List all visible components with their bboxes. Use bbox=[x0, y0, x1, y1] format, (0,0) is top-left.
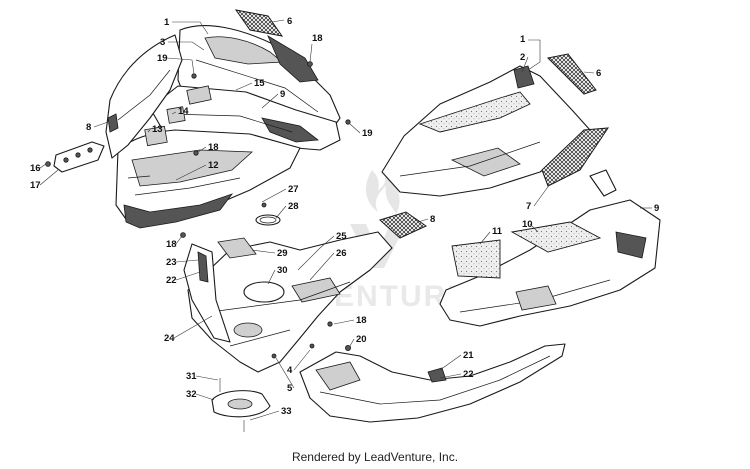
part-grille-7 bbox=[541, 127, 609, 187]
callout-24: 24 bbox=[164, 333, 175, 344]
callout-18: 18 bbox=[312, 33, 323, 44]
callout-1b: 1 bbox=[520, 34, 526, 45]
callout-25: 25 bbox=[336, 231, 347, 242]
callout-6b: 6 bbox=[596, 68, 601, 79]
callout-9: 9 bbox=[280, 89, 285, 100]
part-32-cup bbox=[211, 390, 271, 418]
callout-7: 7 bbox=[526, 201, 531, 212]
part-bracket-16-17 bbox=[45, 141, 105, 173]
callout-30: 30 bbox=[277, 265, 288, 276]
part-nose-left bbox=[105, 34, 183, 159]
callout-32: 32 bbox=[186, 389, 197, 400]
callout-10: 10 bbox=[522, 219, 533, 230]
callout-14: 14 bbox=[178, 106, 189, 117]
part-21-22-right bbox=[427, 367, 447, 383]
part-frame-center bbox=[187, 231, 393, 373]
callout-23: 23 bbox=[166, 257, 177, 268]
callout-11: 11 bbox=[492, 226, 503, 237]
callout-16: 16 bbox=[30, 163, 41, 174]
callout-4: 4 bbox=[287, 365, 293, 376]
callout-31: 31 bbox=[186, 371, 197, 382]
callout-26: 26 bbox=[336, 248, 347, 259]
callout-8b: 8 bbox=[430, 214, 435, 225]
callout-27: 27 bbox=[288, 184, 299, 195]
part-hood-right bbox=[381, 65, 591, 197]
callout-13: 13 bbox=[152, 124, 163, 135]
callout-9b: 9 bbox=[654, 203, 659, 214]
part-grille-8-right bbox=[379, 211, 427, 239]
callout-1: 1 bbox=[164, 17, 170, 28]
callout-21: 21 bbox=[463, 350, 474, 361]
callout-29: 29 bbox=[277, 248, 288, 259]
part-side-bracket-23-24 bbox=[183, 243, 231, 343]
leader-lines bbox=[39, 19, 652, 421]
callout-6: 6 bbox=[287, 16, 292, 27]
callout-12: 12 bbox=[208, 160, 219, 171]
part-lower-bottom-pan bbox=[299, 343, 566, 423]
part-belly-pan-left bbox=[115, 129, 301, 229]
callout-5: 5 bbox=[287, 383, 293, 394]
callout-20: 20 bbox=[356, 334, 367, 345]
callout-labels: 1 6 3 18 19 15 9 14 13 8 19 18 12 16 17 … bbox=[30, 16, 659, 417]
part-9-right-trim bbox=[589, 169, 617, 197]
footer-credit: Rendered by LeadVenture, Inc. bbox=[291, 450, 459, 464]
callout-22b: 22 bbox=[463, 369, 474, 380]
part-grille-top-left bbox=[234, 9, 284, 37]
callout-28: 28 bbox=[288, 201, 299, 212]
part-28-ring bbox=[255, 214, 281, 226]
part-29-pad bbox=[217, 237, 257, 259]
part-11-panel bbox=[451, 239, 501, 279]
callout-19b: 19 bbox=[362, 128, 373, 139]
part-decals bbox=[144, 85, 212, 147]
callout-3: 3 bbox=[160, 37, 165, 48]
callout-15: 15 bbox=[254, 78, 265, 89]
callout-18c: 18 bbox=[166, 239, 177, 250]
part-8-left bbox=[107, 113, 119, 133]
callout-18d: 18 bbox=[356, 315, 367, 326]
callout-33: 33 bbox=[281, 406, 292, 417]
part-belly-pan-right bbox=[439, 199, 661, 327]
callout-19: 19 bbox=[157, 53, 168, 64]
callout-8: 8 bbox=[86, 122, 91, 133]
callout-2: 2 bbox=[520, 52, 525, 63]
part-30-ring bbox=[243, 281, 285, 303]
part-grille-6-right bbox=[546, 53, 597, 95]
callout-22: 22 bbox=[166, 275, 177, 286]
callout-17: 17 bbox=[30, 180, 41, 191]
callout-18b: 18 bbox=[208, 142, 219, 153]
